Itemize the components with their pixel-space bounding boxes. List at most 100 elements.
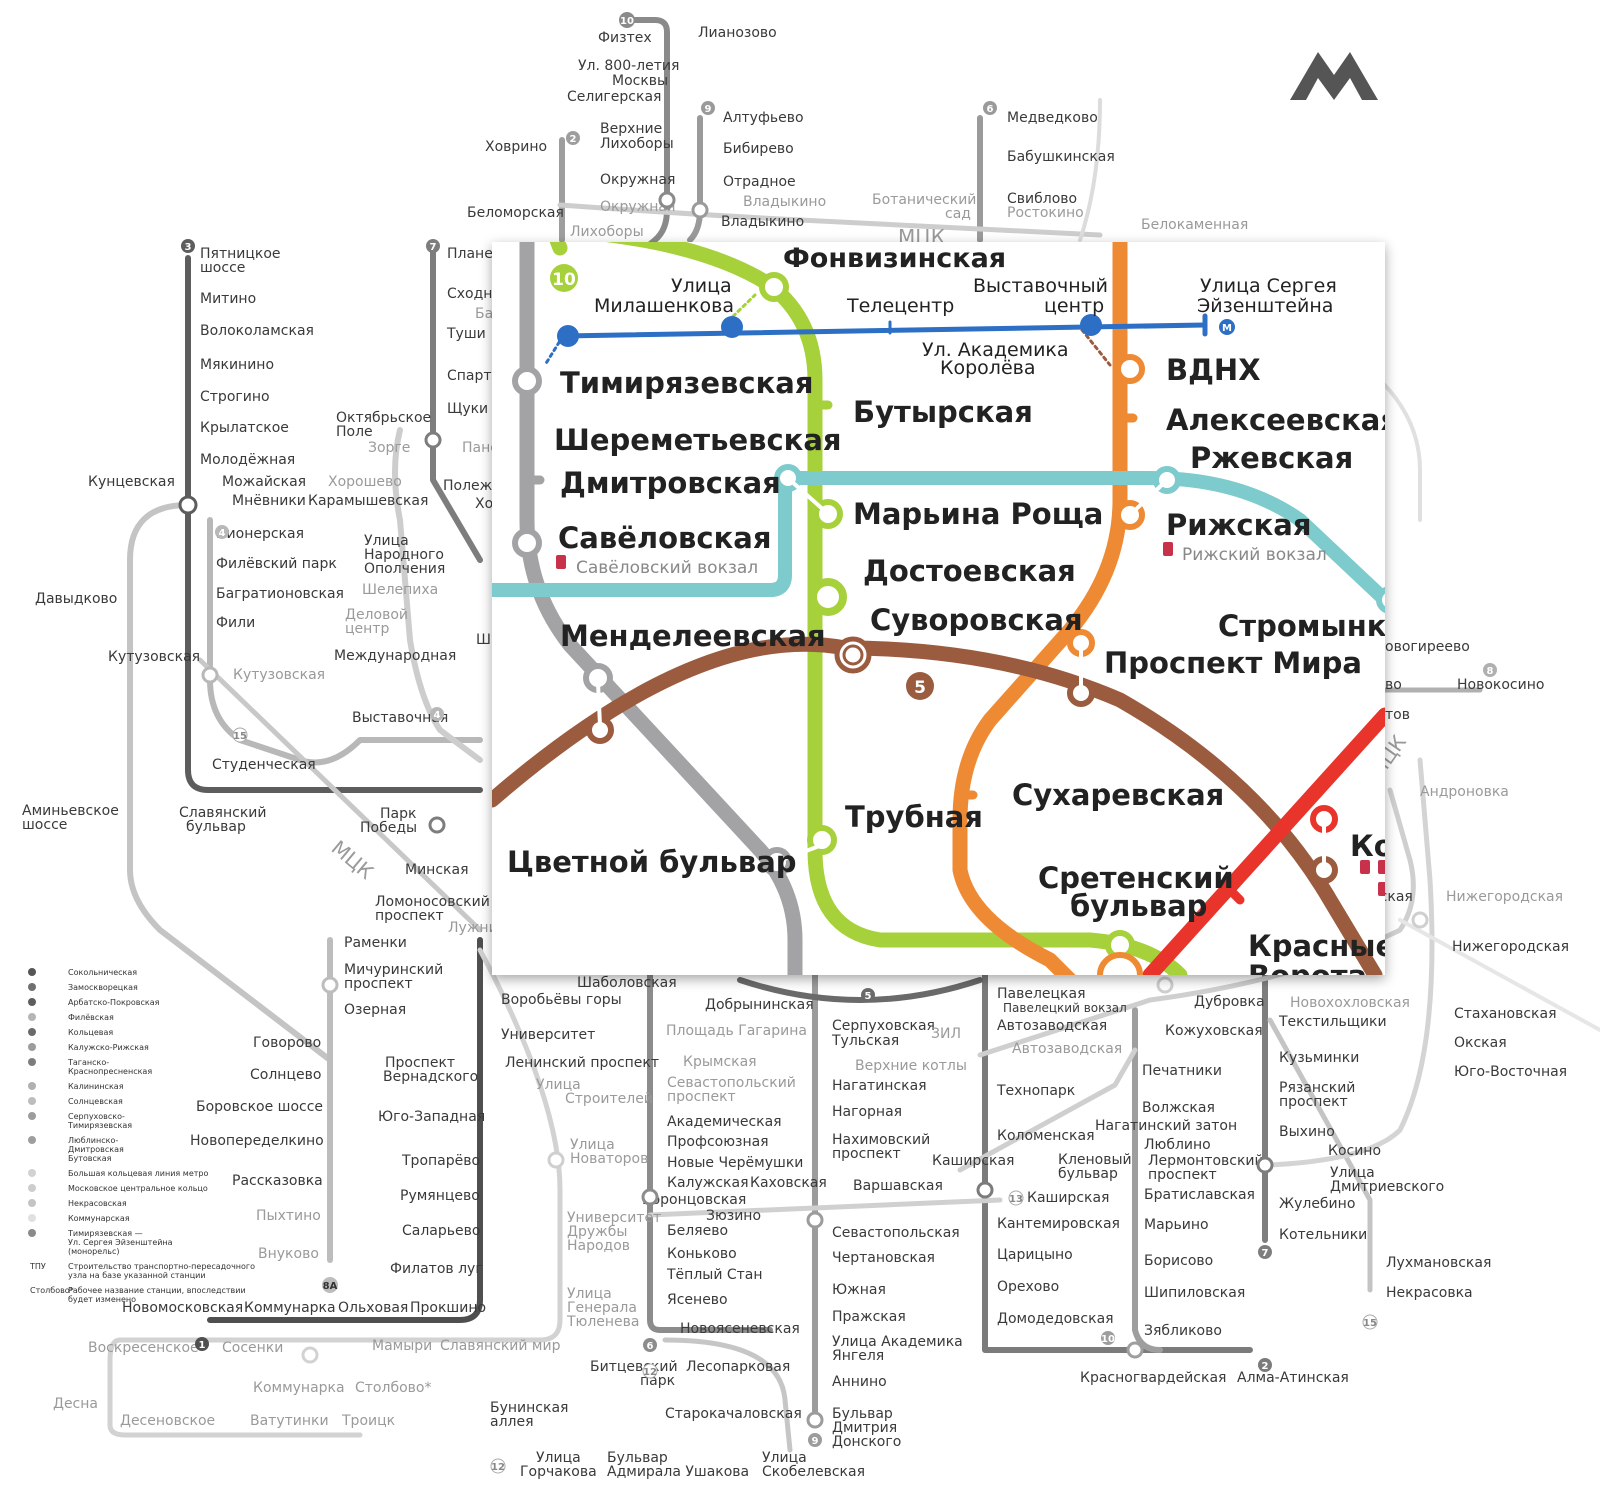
station-label: Ломоносовский — [375, 894, 490, 910]
station-label: Улица — [570, 1137, 615, 1153]
station-label: Павелецкая — [997, 986, 1086, 1002]
legend-item: Московское центральное кольцо — [68, 1184, 208, 1193]
station-label: Университет — [501, 1027, 595, 1043]
station-label: Юго-Западная — [378, 1109, 485, 1125]
station-label: Владыкино — [743, 194, 826, 210]
svg-text:2: 2 — [1262, 1361, 1269, 1372]
station-label: Волоколамская — [200, 323, 314, 339]
station-mendeleevskaya: Менделеевская — [560, 619, 826, 653]
station-label: Севастопольский — [667, 1075, 796, 1091]
station-label: Десеновское — [120, 1413, 215, 1429]
zoom-monorail-badge: М — [1219, 319, 1235, 335]
station-label: Парк — [380, 806, 416, 822]
station-label: Аминьевское — [22, 803, 119, 819]
station-label: Проспект — [385, 1055, 455, 1071]
line-badge-2: 2 — [566, 131, 580, 145]
station-rzhevskaya: Ржевская — [1190, 441, 1353, 475]
station-label: Боровское шоссе — [196, 1099, 323, 1115]
station-label: Ул. Академика — [922, 339, 1069, 361]
svg-text:6: 6 — [987, 104, 994, 115]
legend-item: Некрасовская — [68, 1199, 127, 1208]
station-prospekt-mira: Проспект Мира — [1104, 646, 1362, 680]
line-badge-12b: 12 — [490, 1458, 506, 1474]
legend-item: Большая кольцевая линия метро — [68, 1169, 208, 1178]
station-sretenskiy: Сретенский — [1038, 861, 1234, 895]
station-label: Старокачаловская — [665, 1406, 802, 1422]
station-label: Бибирево — [723, 141, 794, 157]
station-label: Нижегородская — [1446, 889, 1563, 905]
line-badge-6: 6 — [983, 101, 997, 115]
legend-item: Серпуховско- — [68, 1112, 125, 1121]
station-label: Ясенево — [667, 1292, 728, 1308]
station-label: Лианозово — [698, 25, 777, 41]
station-rizhskiy-vokzal: Рижский вокзал — [1182, 545, 1327, 565]
station-label: Автозаводская — [1012, 1041, 1122, 1057]
station-tsvetnoy-bulvar: Цветной бульвар — [507, 845, 797, 879]
legend-swatch — [28, 1058, 36, 1066]
station-label: Бульвар — [607, 1450, 668, 1466]
line-badge-3: 3 — [181, 239, 195, 253]
legend-swatch — [28, 1184, 36, 1192]
station-label: Беломорская — [467, 205, 564, 221]
svg-text:7: 7 — [430, 242, 437, 253]
station-label: Печатники — [1142, 1063, 1222, 1079]
legend-item: Арбатско-Покровская — [68, 998, 160, 1007]
legend-swatch — [28, 1112, 36, 1120]
svg-text:10: 10 — [1101, 1334, 1115, 1345]
station-label: шоссе — [22, 817, 67, 833]
legend-item: Таганско- — [67, 1058, 109, 1067]
station-label: Бабушкинская — [1007, 149, 1115, 165]
station-label: Южная — [832, 1282, 886, 1298]
legend-item: Калининская — [68, 1082, 124, 1091]
station-label: Ховрино — [485, 139, 547, 155]
station-label: Раменки — [344, 935, 407, 951]
station-label: Крымская — [683, 1054, 757, 1070]
line-badge-5: 5 — [861, 988, 875, 1002]
station-label: Хорошево — [328, 474, 402, 490]
station-label: Ленинский проспект — [505, 1055, 659, 1071]
station-label: Деловой — [345, 607, 408, 623]
station-label: Зюзино — [706, 1208, 761, 1224]
station-label: Окружная — [600, 199, 675, 215]
station-label: Владыкино — [721, 214, 804, 230]
station-label: Славянский — [179, 805, 266, 821]
line-badges: 10 9 6 2 3 7 4 15 4 5 8A 1 6 12 9 12 13 … — [181, 12, 1497, 1474]
station-label: Филатов луг — [390, 1261, 483, 1277]
station-label: Пятницкое — [200, 246, 281, 262]
legend-item: Тимирязевская — — [67, 1229, 143, 1238]
legend-item: Калужско-Рижская — [68, 1043, 149, 1052]
station-label: Кунцевская — [88, 474, 175, 490]
station-label: Тульская — [831, 1033, 899, 1049]
station-label: Можайская — [222, 474, 306, 490]
station-label: Горчакова — [520, 1464, 597, 1480]
station-label: Нижегородская — [1452, 939, 1569, 955]
station-label: Каширская — [932, 1153, 1014, 1169]
station-label: Выставочная — [352, 710, 448, 726]
legend-item: Краснопресненская — [68, 1067, 152, 1076]
legend-key: ТПУ — [29, 1262, 46, 1271]
station-label: Новохохловская — [1290, 995, 1410, 1011]
station-label: Отрадное — [723, 174, 796, 190]
station-label: сад — [945, 206, 971, 222]
station-label: Ополчения — [364, 561, 445, 577]
legend-item: Коммунарская — [68, 1214, 130, 1223]
station-label: Сходн — [447, 286, 492, 302]
station-label: Мичуринский — [344, 962, 443, 978]
station-label: Телецентр — [846, 295, 954, 317]
legend-item: Замоскворецкая — [68, 983, 138, 992]
station-label: аллея — [490, 1414, 534, 1430]
line-badge-12: 12 — [642, 1363, 658, 1379]
station-savelovskaya: Савёловская — [558, 521, 771, 555]
station-label: Воскресенское — [88, 1340, 199, 1356]
legend-swatch — [28, 983, 36, 991]
station-sheremetyevskaya: Шереметьевская — [554, 423, 842, 457]
station-label: проспект — [832, 1146, 901, 1162]
station-label: Тюленева — [566, 1314, 640, 1330]
svg-text:10: 10 — [620, 16, 634, 27]
legend-swatch — [28, 1097, 36, 1105]
legend-item: Дмитровская — [68, 1145, 124, 1154]
station-label: Алтуфьево — [723, 110, 804, 126]
station-label: Москвы — [612, 73, 668, 89]
svg-text:8: 8 — [1487, 666, 1494, 677]
